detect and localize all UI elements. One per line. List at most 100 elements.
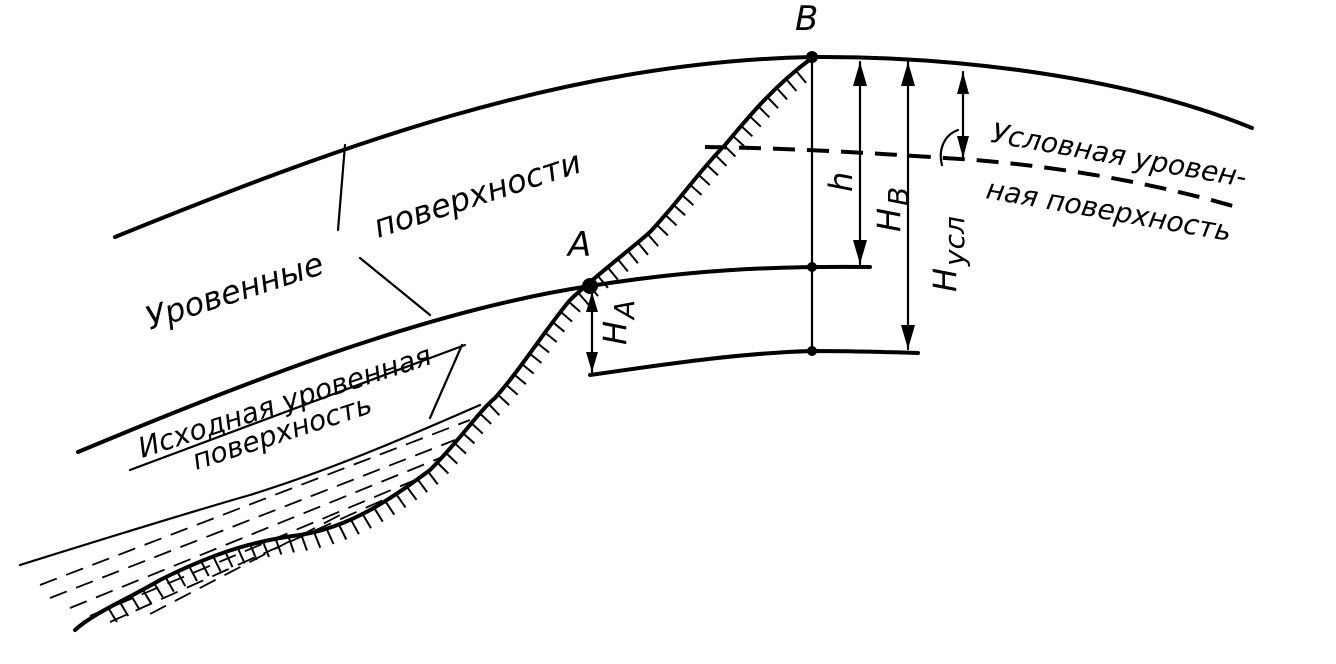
hatch-mark — [559, 311, 573, 323]
water-dash — [89, 477, 421, 617]
arrow-h-a — [586, 290, 598, 374]
terrain-profile — [73, 56, 814, 632]
hatch-mark — [646, 233, 659, 247]
hatch-mark — [757, 105, 771, 119]
leader-origin-underline — [128, 343, 467, 472]
hatch-mark — [637, 241, 649, 256]
arrow-h-usl — [957, 70, 969, 160]
hatch-mark — [577, 291, 590, 306]
hatch-mark — [274, 538, 283, 555]
conditional-level-surface — [704, 145, 1241, 210]
hatch-mark — [795, 69, 807, 84]
label-level-surfaces-1: Уровенные — [141, 244, 328, 337]
hatch-mark — [681, 194, 695, 206]
hatch-mark — [427, 470, 439, 485]
hatch-mark — [118, 601, 130, 617]
label-h: h — [822, 172, 860, 192]
hatch-mark — [164, 576, 175, 593]
hatch-mark — [732, 135, 745, 147]
hatch-mark — [373, 507, 384, 523]
hatch-mark — [544, 331, 558, 343]
hatch-mark — [714, 154, 728, 167]
hatch-mark — [153, 582, 164, 598]
hatch-mark — [224, 551, 234, 568]
water-surface-line — [18, 403, 482, 567]
hatch-mark — [596, 274, 609, 289]
hatch-mark — [350, 519, 360, 535]
hatch-mark — [616, 258, 629, 273]
hatch-mark — [627, 250, 639, 264]
level-surface-through-a — [76, 264, 872, 454]
hatch-mark — [697, 174, 711, 186]
leader-level-surfaces-upper — [336, 143, 347, 232]
hatch-mark — [300, 534, 308, 551]
hatch-mark — [176, 571, 187, 587]
hatch-mark — [141, 589, 153, 605]
hatch-mark — [521, 363, 535, 375]
hatch-mark — [338, 524, 348, 540]
hatch-mark — [130, 595, 141, 611]
label-h-a: H A — [596, 300, 641, 345]
hatch-mark — [706, 164, 719, 177]
hatch-mark — [487, 403, 501, 416]
hatch-mark — [785, 78, 798, 92]
hatch-mark — [454, 442, 467, 455]
point-b-projection — [807, 262, 817, 272]
svg-text:усл: усл — [938, 216, 971, 267]
label-h-usl: H усл — [926, 216, 971, 292]
hatch-mark — [107, 607, 118, 623]
hatch-mark — [536, 342, 550, 354]
water-dash — [49, 439, 456, 599]
point-b-origin-projection — [807, 346, 817, 356]
hatch-mark — [766, 96, 779, 109]
hatch-mark — [236, 547, 246, 564]
leader-origin-pointer — [428, 343, 464, 420]
hatch-mark — [740, 125, 754, 138]
hatch-mark — [188, 565, 198, 582]
terrain-hatching — [107, 69, 807, 623]
hatch-mark — [287, 536, 295, 553]
hatch-mark — [552, 321, 566, 333]
hatch-mark — [395, 493, 407, 508]
label-level-surfaces-2: поверхности — [369, 143, 586, 246]
hatch-mark — [723, 144, 737, 158]
label-h-b: H B — [870, 187, 915, 232]
water-dash — [109, 496, 391, 623]
arrow-h — [853, 60, 867, 266]
water-dash — [39, 419, 471, 586]
hatch-mark — [470, 422, 484, 435]
hatch-mark — [212, 555, 222, 572]
leader-conditional — [939, 128, 960, 167]
hatch-mark — [529, 352, 543, 364]
label-point-b: B — [795, 0, 818, 39]
water-dash — [149, 514, 341, 615]
svg-text:H: H — [870, 208, 908, 232]
hatch-mark — [664, 214, 678, 227]
hatch-mark — [505, 383, 519, 396]
hatch-mark — [406, 486, 418, 501]
label-point-a: A — [566, 225, 591, 265]
hatch-mark — [325, 528, 335, 545]
hatch-mark — [673, 204, 686, 217]
hatch-mark — [261, 541, 270, 558]
hatch-mark — [748, 115, 762, 128]
level-surface-through-b — [113, 54, 1254, 239]
water-dash — [69, 457, 441, 609]
hatch-mark — [384, 500, 396, 516]
svg-text:A: A — [608, 300, 641, 321]
arrow-h-b — [901, 60, 915, 351]
hatch-mark — [497, 393, 510, 406]
hatch-mark — [775, 87, 788, 101]
hatch-mark — [361, 513, 372, 529]
hatch-mark — [606, 266, 619, 281]
hatch-mark — [416, 478, 429, 493]
hatch-mark — [200, 560, 210, 577]
hatch-mark — [568, 300, 581, 313]
svg-text:H: H — [926, 268, 964, 292]
point-b-marker — [806, 51, 818, 63]
hatch-mark — [313, 531, 322, 549]
hatch-mark — [462, 432, 476, 445]
hatch-mark — [249, 544, 258, 561]
hatch-mark — [513, 373, 527, 385]
